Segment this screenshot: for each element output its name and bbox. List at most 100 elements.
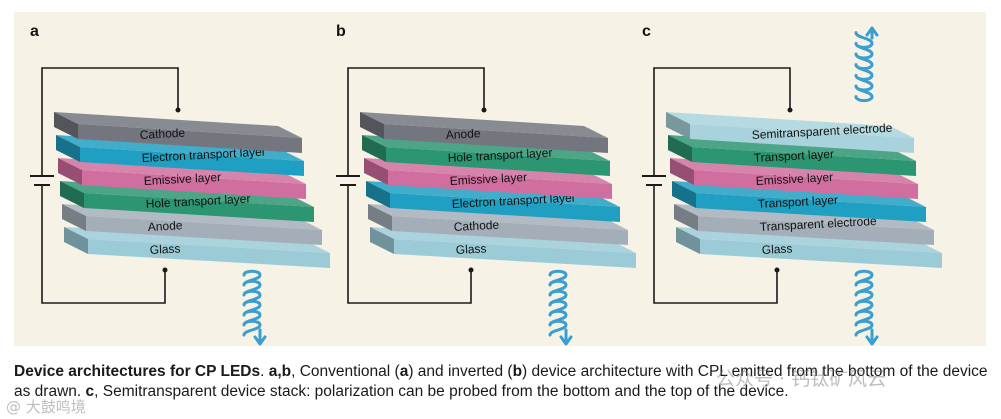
contact-dot: [175, 107, 181, 113]
layer-label: Electron transport layer: [451, 191, 576, 211]
layer-front-face: [696, 193, 926, 222]
layer-label: Hole transport layer: [447, 146, 552, 165]
layer-front-face: [694, 170, 918, 199]
layer-anode: Anode: [360, 112, 608, 153]
contact-dot: [774, 267, 780, 273]
layer-label: Emissive layer: [449, 170, 527, 188]
caption-text: ) and inverted (: [408, 363, 513, 380]
layer-front-face: [698, 216, 934, 245]
caption-comma: ,: [277, 363, 282, 380]
caption-letter-a: a: [268, 363, 278, 380]
layer-side-face: [674, 204, 698, 231]
layer-front-face: [386, 147, 610, 176]
photon-arrow: [559, 328, 573, 346]
layer-label: Glass: [455, 241, 486, 257]
layer-hole-transport-layer: Hole transport layer: [362, 135, 610, 176]
layer-front-face: [388, 170, 612, 199]
circuit-wire: [41, 186, 166, 304]
layer-label: Glass: [149, 241, 180, 257]
caption-text: , Conventional (: [291, 363, 400, 380]
layer-front-face: [392, 216, 628, 245]
layer-side-face: [370, 227, 394, 254]
layer-side-face: [60, 181, 84, 208]
contact-dot: [481, 107, 487, 113]
photon-bottom: [854, 269, 879, 346]
photon-arrow: [253, 328, 267, 346]
layer-label: Emissive layer: [755, 170, 833, 188]
layer-top-face: [666, 112, 914, 138]
layer-side-face: [666, 112, 690, 139]
photon-helix: [548, 269, 568, 337]
photon-arrow: [865, 328, 879, 346]
caption-letter-c: c: [85, 383, 95, 400]
layer-label: Electron transport layer: [141, 145, 266, 165]
caption-letter-b: b: [281, 363, 292, 380]
layer-label: Cathode: [453, 218, 499, 234]
layer-label: Anode: [147, 218, 183, 234]
layer-side-face: [58, 158, 82, 185]
layer-cathode: Cathode: [54, 112, 302, 153]
layer-side-face: [364, 158, 388, 185]
panel-letter: c: [642, 23, 651, 40]
circuit-wire: [347, 67, 485, 175]
layer-front-face: [82, 170, 306, 199]
caption-text: .: [260, 363, 269, 380]
layer-side-face: [64, 227, 88, 254]
figure-caption: Device architectures for CP LEDs. a,b, C…: [14, 362, 989, 402]
layer-side-face: [56, 135, 80, 162]
layer-label: Transport layer: [753, 147, 834, 165]
photon-arrow: [865, 26, 879, 40]
layer-front-face: [700, 239, 942, 268]
layer-front-face: [88, 239, 330, 268]
layer-label: Transparent electrode: [759, 214, 877, 234]
layer-front-face: [384, 124, 608, 153]
photon-bottom: [548, 269, 573, 346]
layer-semitransparent-electrode: Semitransparent electrode: [666, 112, 914, 153]
caption-letter-b: b: [512, 363, 523, 380]
layer-front-face: [690, 124, 914, 153]
layer-side-face: [676, 227, 700, 254]
layer-front-face: [394, 239, 636, 268]
layer-side-face: [366, 181, 390, 208]
panel-letter: b: [336, 23, 346, 40]
layer-label: Emissive layer: [143, 170, 221, 188]
layer-side-face: [360, 112, 384, 139]
layer-emissive-layer: Emissive layer: [58, 158, 306, 199]
watermark-top: 公众号 · 钙钛矿风云: [716, 368, 887, 390]
layer-side-face: [54, 112, 78, 139]
photon-helix: [854, 31, 874, 103]
panel-letter: a: [30, 23, 39, 40]
layer-label: Hole transport layer: [145, 192, 250, 211]
caption-title: Device architectures for CP LEDs: [14, 363, 261, 380]
contact-dot: [787, 107, 793, 113]
caption-letter-a: a: [399, 363, 409, 380]
photon-top: [854, 26, 879, 103]
layer-label: Cathode: [139, 126, 185, 142]
layer-front-face: [84, 193, 314, 222]
circuit-wire: [653, 67, 791, 175]
circuit-wire: [653, 186, 778, 304]
contact-dot: [162, 267, 168, 273]
layer-side-face: [672, 181, 696, 208]
circuit-wire: [41, 67, 179, 175]
photon-bottom: [242, 269, 267, 346]
layer-front-face: [80, 147, 304, 176]
photon-helix: [242, 269, 262, 337]
layer-label: Anode: [445, 126, 481, 142]
layer-side-face: [368, 204, 392, 231]
caption-text: , Semitransparent device stack: polariza…: [94, 383, 789, 400]
layer-side-face: [668, 135, 692, 162]
layer-label: Transport layer: [757, 193, 838, 211]
layer-side-face: [362, 135, 386, 162]
contact-dot: [468, 267, 474, 273]
layer-label: Glass: [761, 241, 792, 257]
layer-side-face: [670, 158, 694, 185]
layer-side-face: [62, 204, 86, 231]
layer-front-face: [390, 193, 620, 222]
caption-text: ) device architecture with CPL emitted f…: [14, 363, 988, 400]
photon-helix: [854, 269, 874, 337]
